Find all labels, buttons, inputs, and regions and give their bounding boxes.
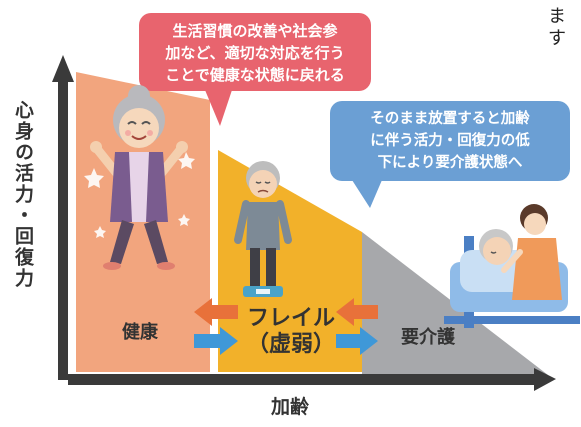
top-bubble-text: 生活習慣の改善や社会参 加など、適切な対応を行う ことで健康な状態に戻れる [139, 20, 371, 86]
arrow-frailty-to-healthy [194, 298, 238, 326]
top-bubble-line: ことで健康な状態に戻れる [165, 66, 345, 84]
stage-frailty-line2: （虚弱） [246, 332, 335, 357]
stage-healthy-label: 健康 [122, 322, 158, 343]
corner-text-line: ま [548, 6, 566, 27]
healthy-elderly-woman-illustration [84, 85, 195, 270]
right-bubble-text: そのまま放置すると加齢 に伴う活力・回復力の低 下により要介護状態へ [330, 108, 570, 174]
x-axis-label: 加齢 [270, 396, 309, 418]
stage-care-label: 要介護 [401, 327, 455, 348]
right-speech-bubble [330, 101, 570, 208]
cropped-corner-text: ま す [548, 6, 566, 50]
stage-frailty-label: フレイル （虚弱） [226, 306, 356, 358]
arrow-healthy-to-frailty [194, 327, 238, 355]
right-bubble-line: そのまま放置すると加齢 [370, 111, 530, 127]
right-bubble-line: に伴う活力・回復力の低 [370, 133, 530, 149]
y-axis-label: 心身の活力・回復力 [12, 100, 34, 289]
stage-frailty-line1: フレイル [246, 306, 335, 331]
top-speech-bubble [139, 13, 371, 126]
frail-elderly-man-illustration [234, 161, 292, 297]
care-bed-illustration [444, 204, 580, 328]
arrow-frailty-to-care [336, 327, 378, 355]
top-bubble-line: 加など、適切な対応を行う [165, 44, 345, 62]
right-bubble-line: 下により要介護状態へ [377, 155, 523, 171]
y-axis-arrow [52, 55, 74, 380]
arrow-care-to-frailty [336, 298, 378, 326]
x-axis-arrow [68, 368, 556, 391]
top-bubble-line: 生活習慣の改善や社会参 [172, 22, 338, 40]
corner-text-line: す [548, 28, 566, 49]
